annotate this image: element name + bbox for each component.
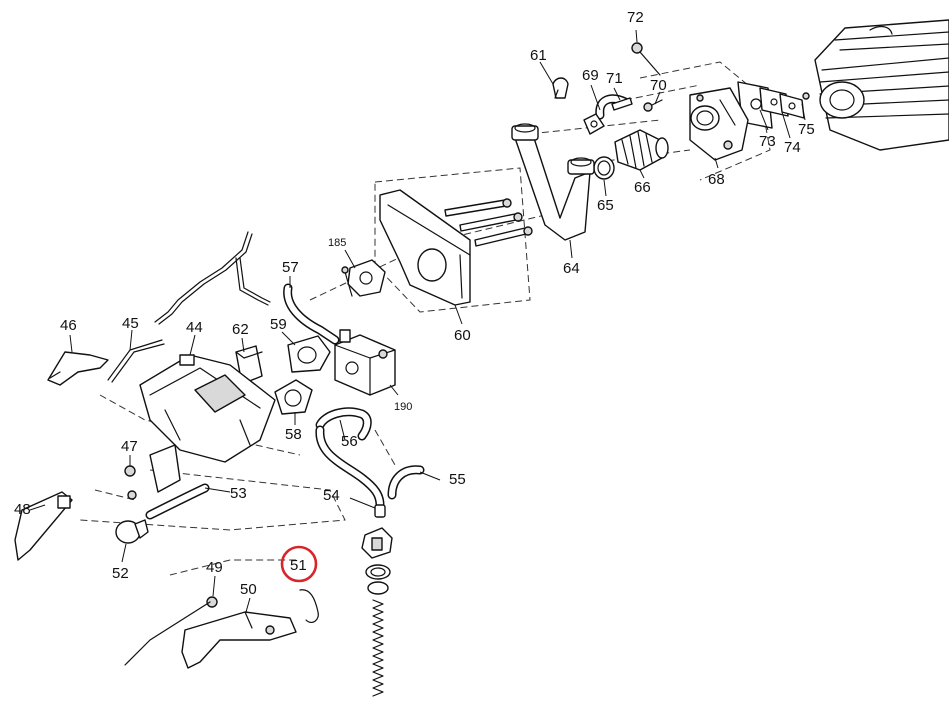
trigger-46 (47, 351, 109, 386)
nut-47 (124, 465, 137, 500)
carb-mount-64 (511, 123, 595, 241)
gasket-58 (274, 379, 313, 415)
primer-52 (115, 519, 149, 544)
label-44: 44 (186, 319, 203, 336)
label-49: 49 (206, 559, 223, 576)
hose-57 (283, 283, 340, 345)
clamp-61 (552, 77, 569, 99)
fuel-hose-55 (387, 465, 425, 500)
part-53 (145, 483, 210, 520)
label-65: 65 (597, 197, 614, 214)
label-47: 47 (121, 438, 138, 455)
label-60: 60 (454, 327, 471, 344)
label-71: 71 (606, 70, 623, 87)
lever-48 (14, 491, 73, 561)
label-56: 56 (341, 433, 358, 450)
engine-cylinder (814, 19, 949, 151)
label-55: 55 (449, 471, 466, 488)
label-61: 61 (530, 47, 547, 64)
highlight-circle (280, 545, 318, 583)
gasket-59 (287, 335, 331, 373)
leader-lines (29, 29, 806, 613)
label-53: 53 (230, 485, 247, 502)
label-46: 46 (60, 317, 77, 334)
spring-49 (206, 596, 218, 608)
label-190: 190 (394, 401, 412, 413)
callout-labels: 72 61 69 71 70 73 74 75 68 66 65 64 185 … (14, 9, 815, 598)
label-185: 185 (328, 237, 346, 249)
screw-70-71 (611, 97, 663, 112)
label-74: 74 (784, 139, 801, 156)
ring-65 (593, 156, 615, 180)
choke-part-185 (341, 259, 386, 297)
label-69: 69 (582, 67, 599, 84)
intake-manifold (689, 87, 749, 161)
label-62: 62 (232, 321, 249, 338)
label-73: 73 (759, 133, 776, 150)
fuel-fitting-54 (374, 504, 386, 518)
label-54: 54 (323, 487, 340, 504)
label-75: 75 (798, 121, 815, 138)
label-48: 48 (14, 501, 31, 518)
label-58: 58 (285, 426, 302, 443)
fuel-filter (361, 527, 393, 595)
carb-bracket-60 (379, 189, 533, 306)
label-45: 45 (122, 315, 139, 332)
label-64: 64 (563, 260, 580, 277)
carburetor-190 (334, 329, 396, 396)
throttle-rod (154, 231, 271, 325)
trigger-lever-50 (124, 601, 297, 669)
label-59: 59 (270, 316, 287, 333)
intake-boot-66 (614, 129, 669, 171)
label-68: 68 (708, 171, 725, 188)
label-57: 57 (282, 259, 299, 276)
handle-housing-44 (139, 354, 276, 493)
label-51: 51 (290, 557, 307, 574)
bolt-72 (631, 42, 661, 76)
label-50: 50 (240, 581, 257, 598)
fuel-hose-56 (315, 407, 385, 510)
label-72: 72 (627, 9, 644, 26)
label-52: 52 (112, 565, 129, 582)
spring-51 (299, 589, 319, 624)
fuel-spring (372, 599, 384, 697)
label-70: 70 (650, 77, 667, 94)
label-66: 66 (634, 179, 651, 196)
